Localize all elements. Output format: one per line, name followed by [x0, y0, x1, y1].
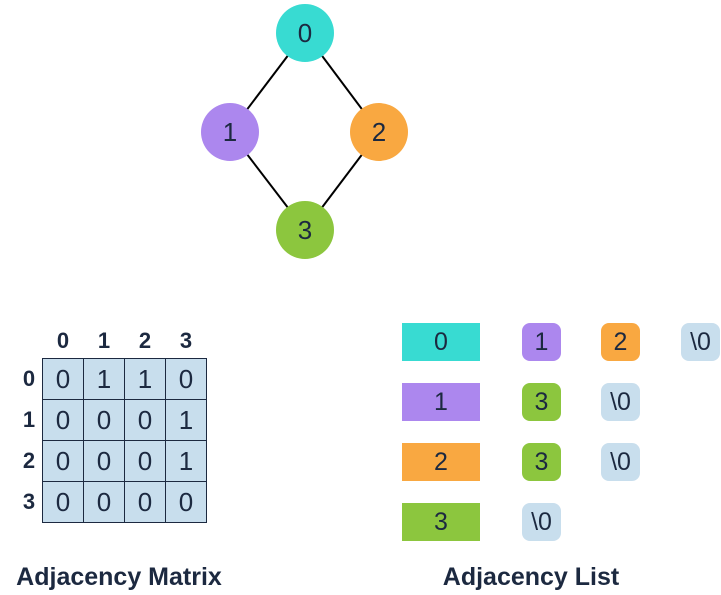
- matrix-cell: 0: [124, 440, 166, 482]
- matrix-cell: 0: [124, 399, 166, 441]
- matrix-cell: 0: [165, 481, 207, 523]
- matrix-row-header: 2: [22, 448, 36, 473]
- matrix-cell: 1: [165, 440, 207, 482]
- list-item-label: \0: [610, 387, 631, 416]
- list-null-terminator: \0: [681, 323, 720, 361]
- list-item-label: \0: [610, 447, 631, 476]
- list-head-0-label: 0: [434, 327, 448, 356]
- list-item-label: 1: [534, 327, 549, 356]
- matrix-row: 1 0 0 0 1: [16, 399, 207, 441]
- graph-node-2-label: 2: [371, 116, 387, 147]
- matrix-row-header: 0: [22, 366, 36, 391]
- matrix-cell: 0: [42, 440, 84, 482]
- matrix-cell: 0: [83, 481, 125, 523]
- matrix-col-header: 1: [97, 328, 111, 353]
- list-item-label: 3: [534, 447, 549, 476]
- matrix-row: 0 0 1 1 0: [16, 358, 207, 400]
- matrix-col-header: 0: [56, 328, 70, 353]
- matrix-cell: 0: [83, 440, 125, 482]
- list-item: 1: [522, 323, 561, 361]
- matrix-row: 3 0 0 0 0: [16, 481, 207, 523]
- matrix-cell: 0: [124, 481, 166, 523]
- list-caption: Adjacency List: [442, 563, 620, 591]
- matrix-col-header: 2: [138, 328, 152, 353]
- matrix-row: 2 0 0 0 1: [16, 440, 207, 482]
- list-null-terminator: \0: [522, 503, 561, 541]
- matrix-cell: 1: [165, 399, 207, 441]
- list-item: 3: [522, 443, 561, 481]
- list-item: 3: [522, 383, 561, 421]
- matrix-corner: [16, 324, 43, 359]
- graph-node-1: 1: [201, 103, 259, 161]
- list-head-0: 0: [402, 323, 480, 361]
- list-head-1-label: 1: [434, 387, 448, 416]
- matrix-row-header: 3: [22, 489, 36, 514]
- matrix-col-header: 3: [179, 328, 193, 353]
- matrix-cell: 0: [42, 481, 84, 523]
- list-null-terminator: \0: [601, 383, 640, 421]
- adjacency-matrix: 0 1 2 3 0 0 1 1 0 1 0 0 0 1 2: [16, 324, 207, 523]
- matrix-caption: Adjacency Matrix: [16, 563, 222, 591]
- graph-node-0-label: 0: [297, 17, 313, 48]
- list-null-terminator: \0: [601, 443, 640, 481]
- graph-node-2: 2: [350, 103, 408, 161]
- matrix-cell: 0: [42, 399, 84, 441]
- matrix-cell: 0: [165, 358, 207, 400]
- graph-node-3-label: 3: [297, 214, 313, 245]
- list-head-1: 1: [402, 383, 480, 421]
- matrix-row-header: 1: [22, 407, 36, 432]
- matrix-cell: 1: [124, 358, 166, 400]
- list-item: 2: [601, 323, 640, 361]
- graph-node-1-label: 1: [222, 116, 238, 147]
- list-head-2-label: 2: [434, 447, 448, 476]
- list-item-label: 3: [534, 387, 549, 416]
- graph-node-0: 0: [276, 4, 334, 62]
- list-head-2: 2: [402, 443, 480, 481]
- matrix-cell: 0: [83, 399, 125, 441]
- list-head-3: 3: [402, 503, 480, 541]
- list-item-label: 2: [613, 327, 628, 356]
- list-item-label: \0: [531, 507, 552, 536]
- matrix-cell: 1: [83, 358, 125, 400]
- matrix-cell: 0: [42, 358, 84, 400]
- list-item-label: \0: [690, 327, 711, 356]
- list-head-3-label: 3: [434, 507, 448, 536]
- graph-node-3: 3: [276, 201, 334, 259]
